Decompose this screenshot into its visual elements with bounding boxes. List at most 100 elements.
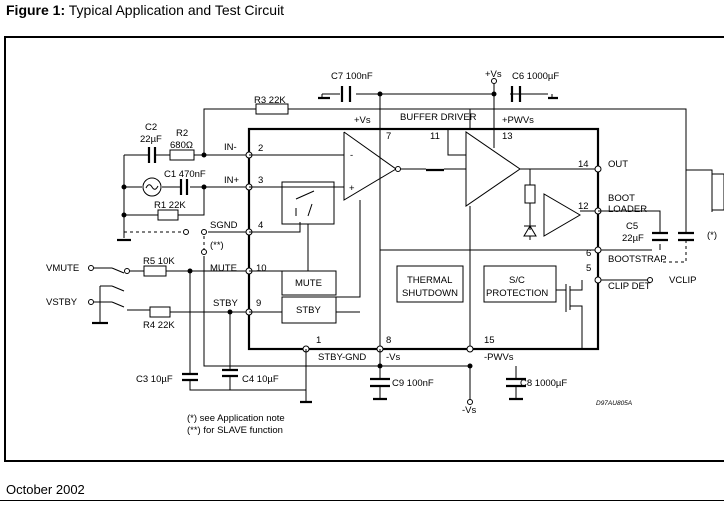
slave-terminal	[201, 249, 207, 255]
pin-5	[594, 276, 602, 284]
c5-value: 22µF	[622, 233, 644, 244]
c2-value: 22µF	[140, 134, 162, 145]
pin-3-label: 3	[258, 175, 263, 186]
figure-title: Figure 1: Typical Application and Test C…	[6, 2, 284, 18]
c1-capacitor	[179, 179, 189, 195]
junction	[377, 363, 383, 369]
neg-vs-terminal	[467, 399, 473, 405]
opamp-plus: +	[349, 183, 355, 194]
speaker-note: (*)	[707, 230, 717, 241]
c6-label: C6 1000µF	[512, 71, 559, 82]
feedback-wire	[203, 108, 687, 170]
stby-block	[281, 296, 337, 324]
vclip-label: VCLIP	[669, 275, 696, 286]
vmute-label: VMUTE	[46, 263, 79, 274]
vs-plus-label: +Vs	[354, 115, 371, 126]
c9-label: C9 100nF	[392, 378, 434, 389]
junction	[201, 152, 207, 158]
c2-capacitor	[147, 147, 157, 163]
loader-label: LOADER	[608, 204, 647, 215]
junction	[201, 184, 207, 190]
pin-11-label: 11	[430, 131, 440, 142]
junction	[377, 91, 383, 97]
r2-value: 680Ω	[170, 140, 193, 151]
junction	[121, 184, 127, 190]
mute-block	[281, 270, 337, 296]
footer-date: October 2002	[6, 482, 85, 497]
buffer-driver-links	[447, 129, 495, 156]
note-1: (*) see Application note	[187, 413, 285, 424]
neg-vs-label: -Vs	[462, 405, 477, 416]
r4-resistor	[149, 306, 171, 318]
thermal-shutdown-block	[396, 265, 464, 303]
pin-9-label: 9	[256, 298, 261, 309]
bootstrap-links	[380, 169, 598, 349]
sgnd-note-label: (**)	[210, 240, 224, 251]
thermal-label-1: THERMAL	[407, 275, 452, 286]
vs-terminal	[491, 78, 497, 84]
sine-symbol	[145, 184, 159, 190]
speaker-wire	[686, 169, 713, 212]
pin-10-label: 10	[256, 263, 267, 274]
sc-protection-block	[483, 265, 557, 303]
pin-13-label: 13	[502, 131, 513, 142]
pin-2-label: 2	[258, 143, 263, 154]
cap-returns	[379, 386, 517, 398]
pin-7-label: 7	[386, 131, 391, 142]
opamp-inputs	[249, 154, 344, 188]
out-label: OUT	[608, 159, 628, 170]
drawing-code: D97AU805A	[596, 400, 632, 407]
block-links	[249, 224, 360, 313]
sgnd-terminal	[201, 229, 207, 235]
pin-15	[466, 345, 474, 353]
c4-label: C4 10µF	[242, 374, 279, 385]
c6-capacitor	[510, 86, 522, 102]
sgnd-label: SGND	[210, 220, 238, 231]
c2-name: C2	[145, 122, 157, 133]
in-minus-label: IN-	[224, 142, 237, 153]
r3-label: R3 22K	[254, 95, 286, 106]
ground-stubs	[321, 94, 553, 98]
c3-label: C3 10µF	[136, 374, 173, 385]
pin-14	[594, 165, 602, 173]
slave-switch-box	[281, 181, 335, 225]
vs-top-label: +Vs	[485, 69, 502, 80]
power-opamp	[465, 131, 521, 207]
pin-6-label: 6	[586, 248, 591, 259]
stby-gnd-label: STBY-GND	[318, 352, 366, 363]
stby-pin-label: STBY	[213, 298, 238, 309]
bootstrap-label: BOOTSTRAP	[608, 254, 667, 265]
stby-block-label: STBY	[296, 305, 321, 316]
internal-resistor	[524, 184, 536, 204]
input-opamp	[343, 131, 397, 201]
switch-contact	[124, 268, 130, 274]
r2-name: R2	[176, 128, 188, 139]
mute-block-label: MUTE	[295, 278, 322, 289]
diagram-frame	[4, 36, 724, 462]
footer-rule	[0, 500, 724, 501]
junction	[227, 309, 233, 315]
pwvs-plus-label: +PWVs	[502, 115, 534, 126]
vstby-label: VSTBY	[46, 297, 78, 308]
boot-label: BOOT	[608, 193, 635, 204]
c5-capacitor	[652, 231, 694, 242]
note-2: (**) for SLAVE function	[187, 425, 283, 436]
pwvs-minus-label: -PWVs	[484, 352, 514, 363]
slave-switch	[249, 190, 315, 233]
in-plus-wire	[123, 155, 249, 238]
mute-pin-label: MUTE	[210, 263, 237, 274]
optional-bootstrap	[660, 182, 687, 263]
r5-label: R5 10K	[143, 256, 175, 267]
figure-caption: Typical Application and Test Circuit	[68, 2, 285, 18]
r3-resistor	[255, 103, 289, 115]
pin-15-label: 15	[484, 335, 495, 346]
r1-label: R1 22K	[154, 200, 186, 211]
c7-capacitor	[340, 86, 352, 102]
c5-name: C5	[626, 221, 638, 232]
r4-label: R4 22K	[143, 320, 175, 331]
pin-5-label: 5	[586, 263, 591, 274]
c8-label: C8 1000µF	[520, 378, 567, 389]
c3-c4-return	[189, 376, 306, 391]
opamp-minus: -	[350, 150, 353, 161]
